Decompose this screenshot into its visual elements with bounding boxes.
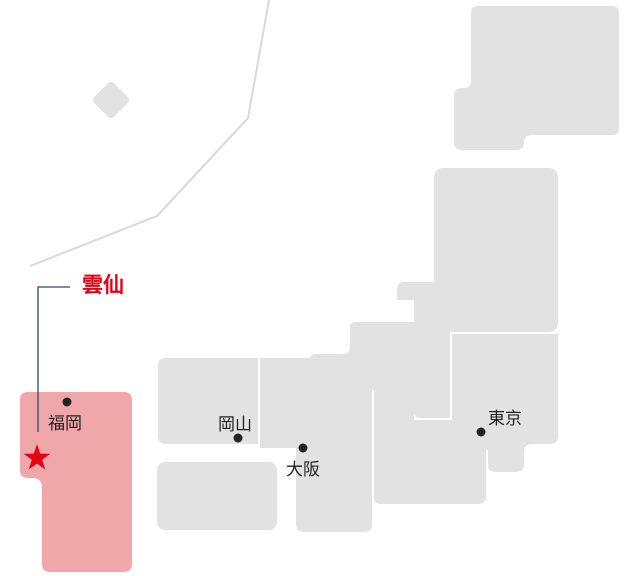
region-chugoku <box>158 358 258 444</box>
island-small <box>92 81 130 119</box>
city-dot-okayama <box>233 433 243 443</box>
region-hokuriku <box>310 322 414 390</box>
region-tohoku <box>434 168 558 332</box>
sea-boundary-lines <box>29 0 270 267</box>
region-chubu <box>397 282 450 418</box>
city-dot-osaka <box>298 443 308 453</box>
highlight-label: 雲仙 <box>82 273 124 297</box>
region-shikoku <box>157 462 277 530</box>
city-label-tokyo: 東京 <box>488 409 522 429</box>
region-hokkaido <box>454 6 619 150</box>
city-label-osaka: 大阪 <box>286 460 320 480</box>
star-icon <box>23 444 51 470</box>
city-dot-tokyo <box>476 427 486 437</box>
sea-boundary-line <box>29 0 270 267</box>
region-kanto <box>452 334 558 472</box>
leader-line <box>37 286 70 432</box>
region-tokai <box>374 390 486 504</box>
region-kinki <box>260 358 372 532</box>
city-label-fukuoka: 福岡 <box>48 414 82 434</box>
city-label-okayama: 岡山 <box>218 415 252 435</box>
region-kyushu-highlight <box>20 392 132 572</box>
city-dot-fukuoka <box>62 397 72 407</box>
